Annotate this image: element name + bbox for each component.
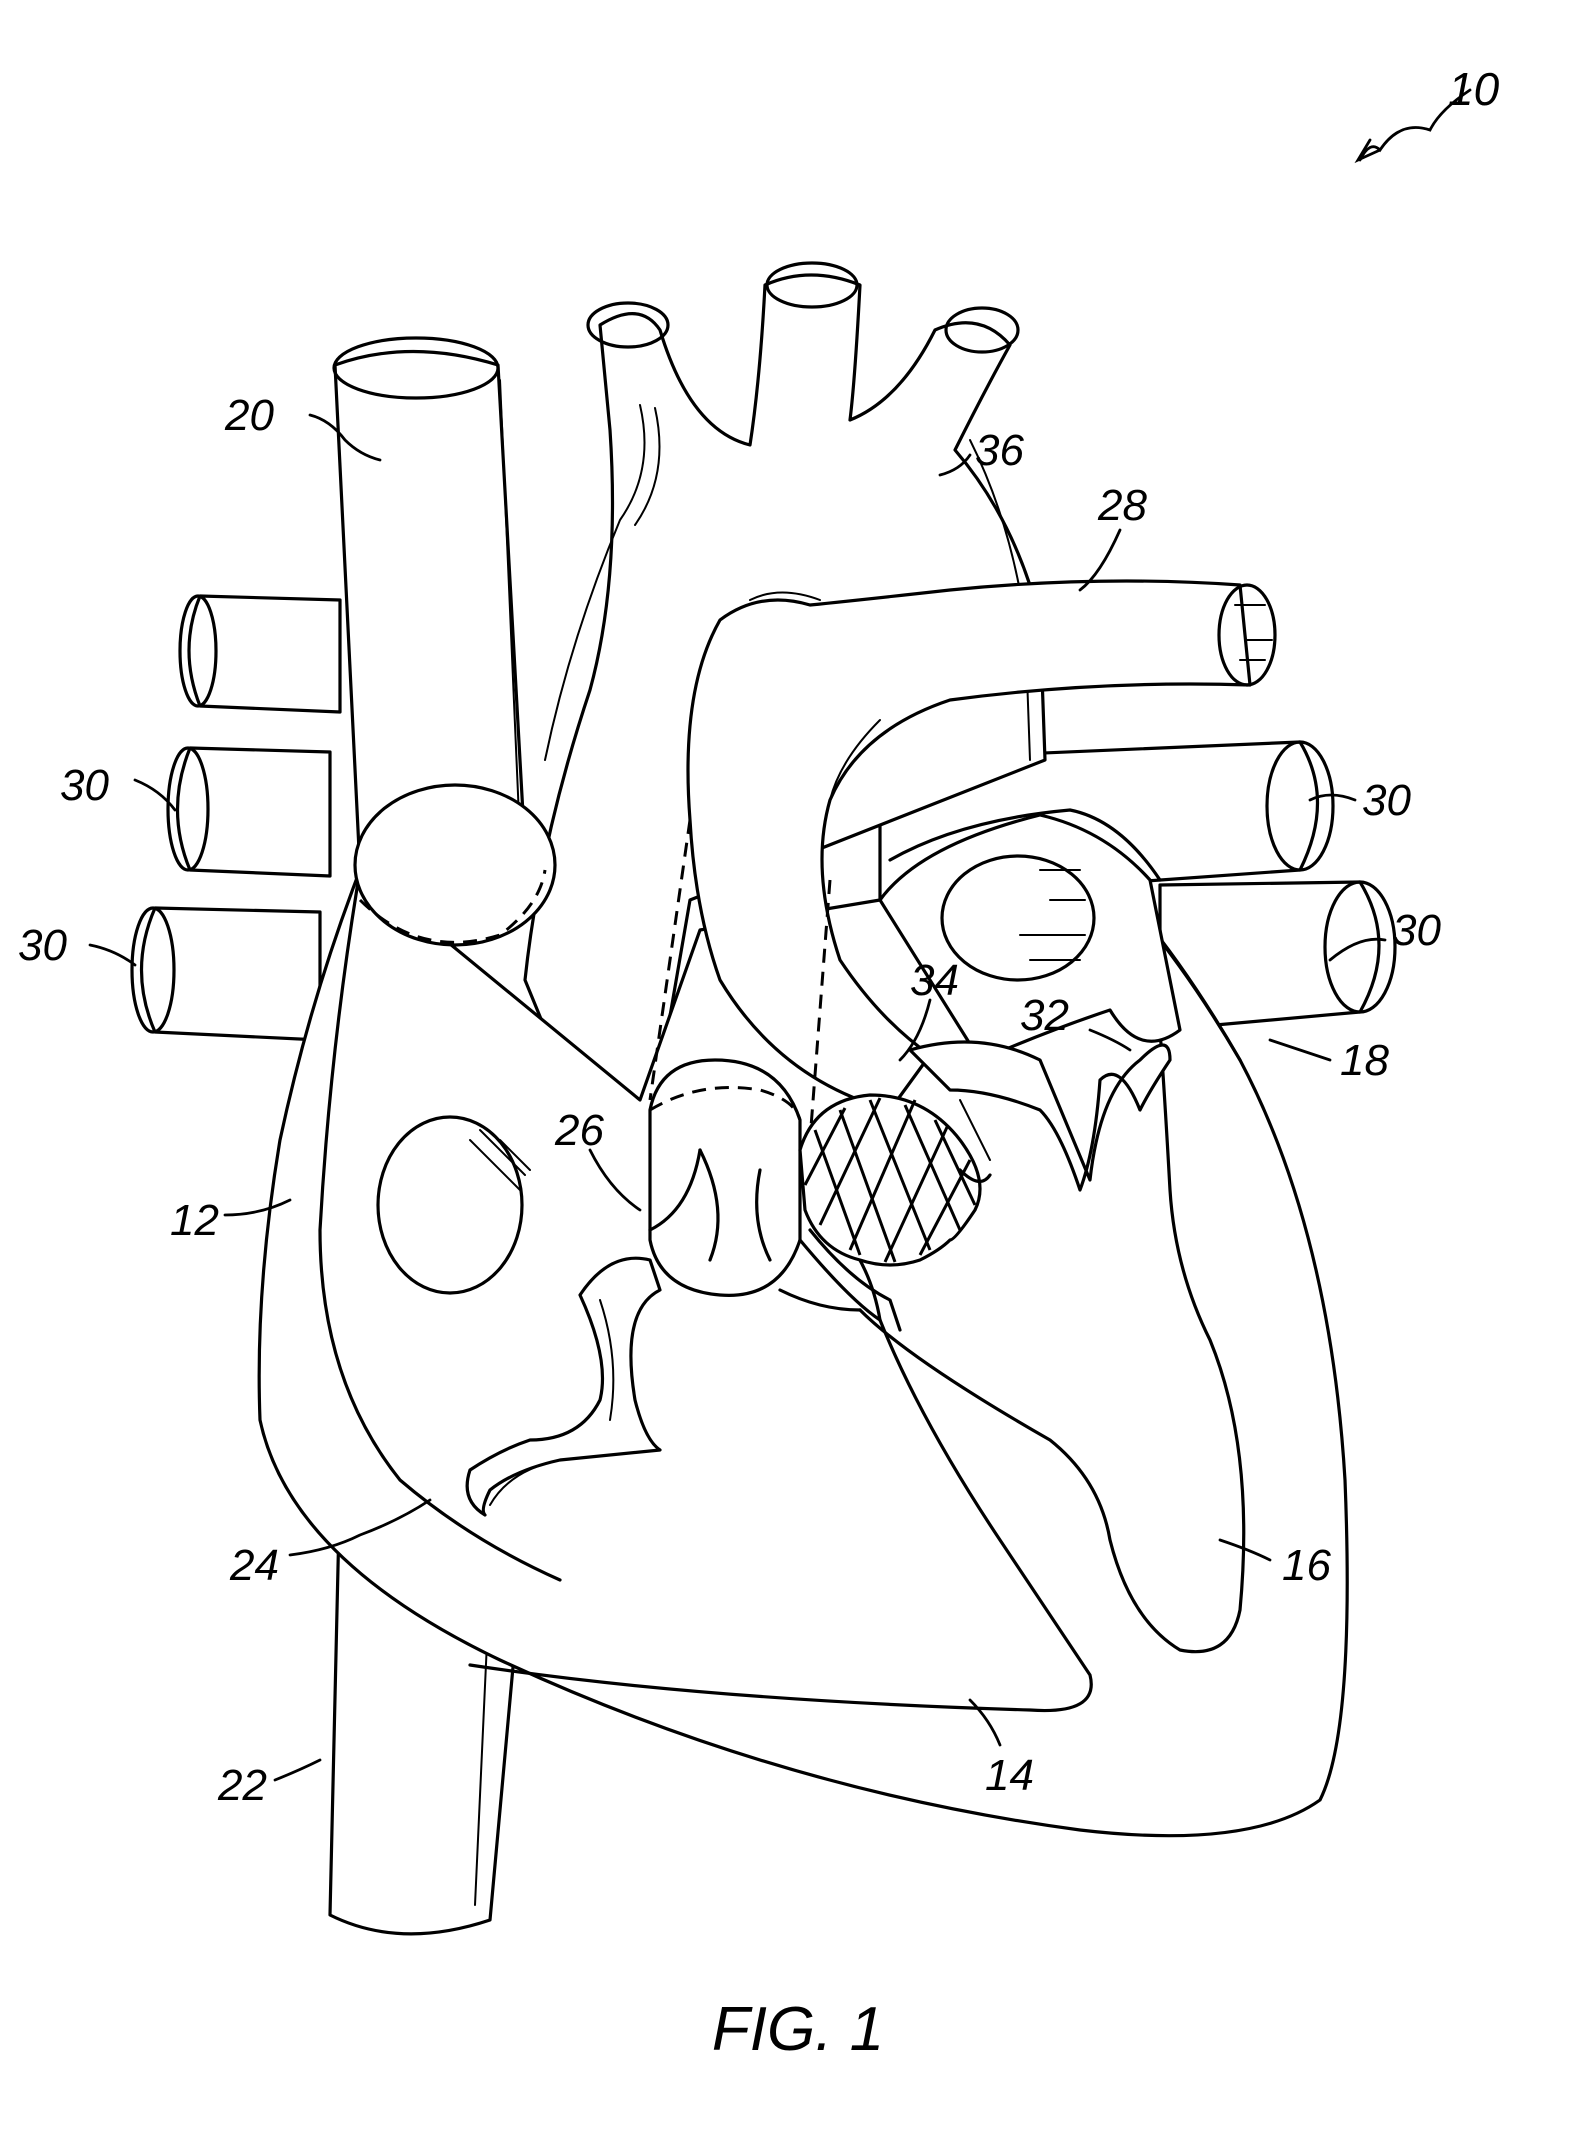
label-20: 20 [224,391,274,440]
label-12: 12 [170,1196,219,1245]
label-28: 28 [1097,481,1147,530]
label-36: 36 [975,426,1024,475]
pulmonary-veins-left [132,596,340,1040]
label-26: 26 [554,1106,604,1155]
label-24: 24 [229,1541,279,1590]
label-30-right-upper: 30 [1362,776,1411,825]
label-34: 34 [910,956,959,1005]
label-30-right-lower: 30 [1392,906,1441,955]
label-30-left-lower: 30 [18,921,67,970]
label-18: 18 [1340,1036,1389,1085]
label-30-left-upper: 30 [60,761,109,810]
pulmonary-valve [650,1060,800,1295]
label-32: 32 [1020,991,1069,1040]
label-16: 16 [1282,1541,1331,1590]
label-22: 22 [217,1761,267,1810]
label-14: 14 [985,1751,1034,1800]
figure-caption: FIG. 1 [712,1995,884,2064]
label-10: 10 [1448,63,1500,115]
